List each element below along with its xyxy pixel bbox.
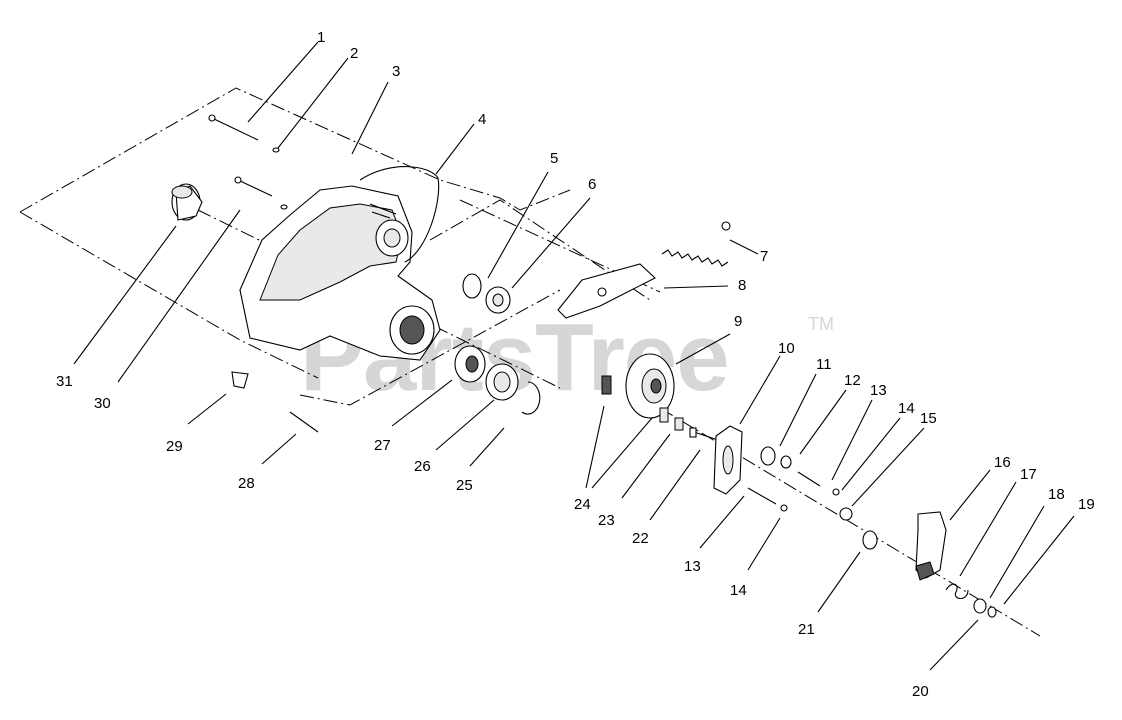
keys-24-23 — [601, 375, 684, 431]
callout-25: 25 — [456, 477, 473, 494]
callout-3: 3 — [392, 63, 400, 80]
gear-housing — [239, 185, 441, 361]
callout-18: 18 — [1048, 486, 1065, 503]
callout-labels: 1 2 3 4 5 6 7 8 9 10 11 12 13 14 15 16 1… — [56, 29, 1095, 700]
callout-14: 14 — [898, 400, 915, 417]
callout-24: 24 — [574, 496, 591, 513]
callout-7: 7 — [760, 248, 768, 265]
bearing-stack — [454, 345, 541, 415]
leader-lines — [73, 41, 1075, 671]
callout-30: 30 — [94, 395, 111, 412]
callout-13: 13 — [870, 382, 887, 399]
gasket-4 — [359, 166, 440, 263]
callout-27: 27 — [374, 437, 391, 454]
plate-8 — [557, 263, 656, 319]
callout-23: 23 — [598, 512, 615, 529]
callout-6: 6 — [588, 176, 596, 193]
screws-top — [208, 114, 288, 210]
callout-1: 1 — [317, 29, 325, 46]
callout-8: 8 — [738, 277, 746, 294]
callout-4: 4 — [478, 111, 486, 128]
spring-7 — [661, 221, 731, 267]
callout-21: 21 — [798, 621, 815, 638]
callout-20: 20 — [912, 683, 929, 700]
lever-assembly — [915, 511, 997, 618]
callout-31: 31 — [56, 373, 73, 390]
callout-26: 26 — [414, 458, 431, 475]
callout-28: 28 — [238, 475, 255, 492]
callout-2: 2 — [350, 45, 358, 62]
callout-11: 11 — [816, 356, 832, 373]
callout-5: 5 — [550, 150, 558, 167]
callout-10: 10 — [778, 340, 795, 357]
callout-15: 15 — [920, 410, 937, 427]
callout-19: 19 — [1078, 496, 1095, 513]
callout-16: 16 — [994, 454, 1011, 471]
callout-14-lower: 14 — [730, 582, 747, 599]
bushing-31 — [171, 183, 203, 221]
callout-22: 22 — [632, 530, 649, 547]
bearings-5-6 — [462, 273, 511, 314]
callout-13-lower: 13 — [684, 558, 701, 575]
callout-9: 9 — [734, 313, 742, 330]
disc-9 — [625, 353, 675, 419]
bolt-22 — [693, 431, 719, 441]
callout-29: 29 — [166, 438, 183, 455]
callout-17: 17 — [1020, 466, 1037, 483]
small-hardware — [747, 446, 878, 550]
watermark-trademark: TM — [808, 314, 834, 334]
bottom-left-hardware — [231, 371, 319, 433]
callout-12: 12 — [844, 372, 861, 389]
